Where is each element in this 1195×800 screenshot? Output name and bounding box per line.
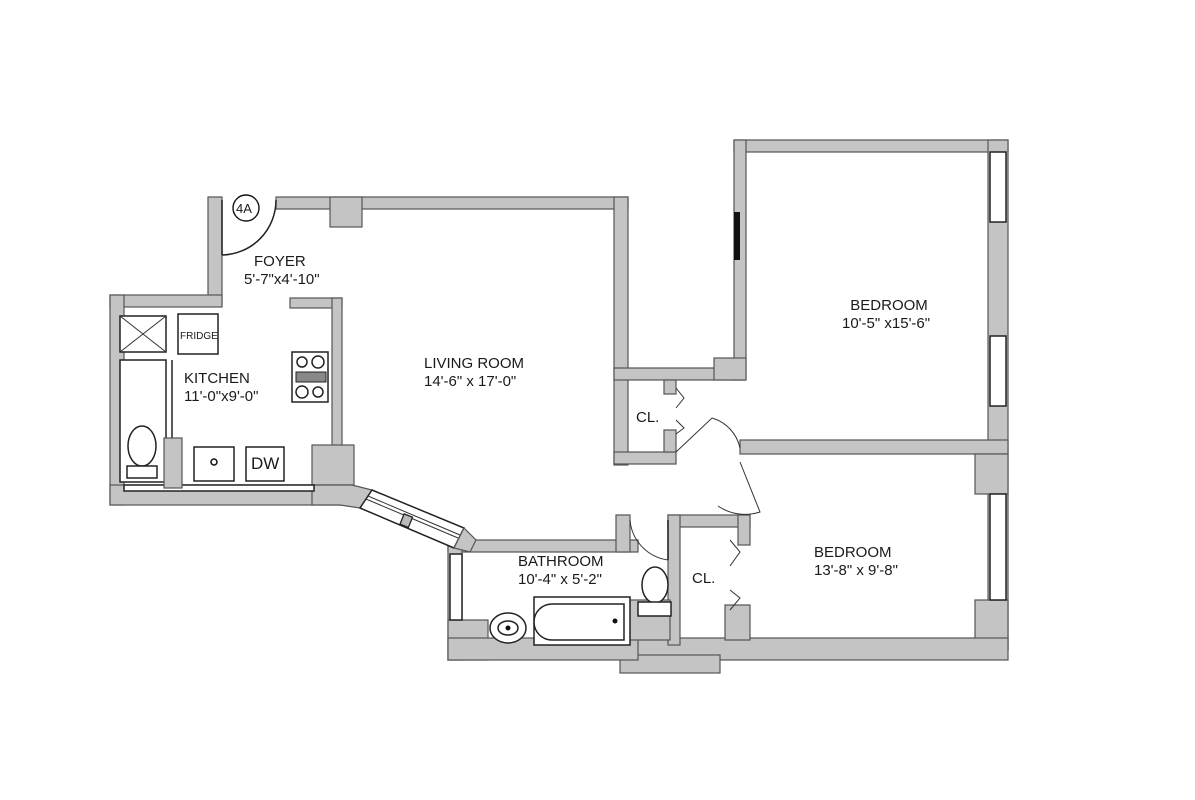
room-dims: 13'-8" x 9'-8": [814, 562, 898, 579]
room-dims: 14'-6" x 17'-0": [424, 373, 517, 390]
room-dims: 10'-5" x15'-6": [842, 315, 931, 332]
kitchen-fixtures: [119, 313, 329, 489]
room-label-kitchen: KITCHEN 11'-0"x9'-0": [184, 370, 258, 406]
entry-door-swing: [221, 199, 277, 256]
room-label-foyer: FOYER 5'-7"x4'-10": [244, 253, 320, 289]
room-label-bedroom-1: BEDROOM 10'-5" x15'-6": [842, 297, 930, 333]
sink: [193, 446, 235, 482]
bathroom-door-swing: [629, 519, 669, 561]
fridge: [177, 313, 219, 355]
bedroom-door-panel: [734, 212, 740, 260]
room-name: BATHROOM: [518, 553, 604, 570]
fridge-label: FRIDGE: [180, 331, 218, 342]
bedroom2-door-swing: [717, 461, 761, 515]
closet-door-swing: [675, 417, 741, 453]
unit-number-badge: [232, 194, 260, 222]
room-label-living-room: LIVING ROOM 14'-6" x 17'-0": [424, 355, 524, 391]
closet-label-2: CL.: [692, 570, 716, 587]
room-dims: 5'-7"x4'-10": [244, 271, 320, 288]
windows: [123, 151, 1007, 621]
room-dims: 10'-4" x 5'-2": [518, 571, 602, 588]
dishwasher: [245, 446, 285, 482]
unit-number: 4A: [236, 201, 252, 216]
room-name: KITCHEN: [184, 370, 250, 387]
bath-toilet: [641, 566, 669, 604]
toilet-kitchen: [127, 425, 157, 467]
dishwasher-label: DW: [251, 454, 280, 473]
room-name: FOYER: [254, 253, 306, 270]
room-name: BEDROOM: [850, 297, 928, 314]
room-name: LIVING ROOM: [424, 355, 525, 372]
bathroom-fixtures: [489, 566, 672, 646]
room-name: BEDROOM: [814, 544, 892, 561]
room-dims: 11'-0"x9'-0": [184, 388, 259, 405]
room-label-bathroom: BATHROOM 10'-4" x 5'-2": [518, 553, 604, 589]
closet-label-1: CL.: [636, 409, 660, 426]
room-label-bedroom-2: BEDROOM 13'-8" x 9'-8": [814, 544, 898, 580]
